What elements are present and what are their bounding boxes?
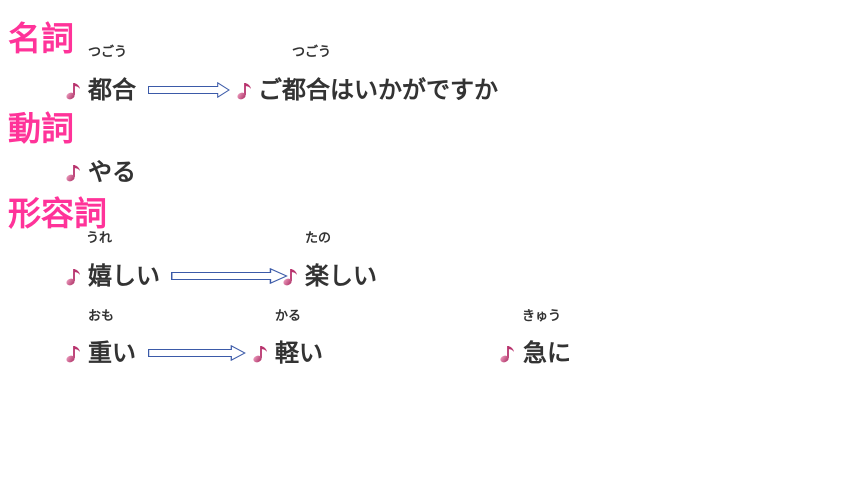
heading-adjective: 形容詞 (8, 194, 107, 233)
ruby-tano: たの (305, 231, 332, 246)
word-karui: 軽い (275, 339, 323, 367)
music-note-icon (282, 267, 300, 287)
word-tanoshii: 楽しい (305, 262, 377, 290)
ruby-tsugou: つごう (88, 45, 128, 60)
music-note-icon (65, 267, 83, 287)
music-note-icon (65, 81, 83, 101)
word-kyuuni: 急に (523, 339, 571, 367)
word-tsugou: 都合 (88, 76, 136, 104)
ruby-tsugou-2: つごう (292, 45, 332, 60)
music-note-icon (65, 163, 83, 183)
heading-verb: 動詞 (8, 109, 74, 148)
word-ureshii: 嬉しい (88, 262, 160, 290)
right-arrow-icon (148, 345, 246, 361)
music-note-icon (65, 344, 83, 364)
heading-noun: 名詞 (8, 19, 74, 58)
ruby-ure: うれ (86, 231, 113, 246)
word-yaru: やる (88, 158, 136, 186)
word-gotsugou-phrase: ご都合はいかがですか (258, 76, 498, 104)
ruby-kyuu: きゅう (522, 309, 562, 324)
right-arrow-icon (148, 82, 230, 98)
music-note-icon (236, 81, 254, 101)
word-omoi: 重い (88, 339, 136, 367)
ruby-karu: かる (275, 309, 302, 324)
ruby-omo: おも (88, 309, 115, 324)
music-note-icon (499, 344, 517, 364)
music-note-icon (252, 344, 270, 364)
right-arrow-icon (171, 268, 288, 284)
